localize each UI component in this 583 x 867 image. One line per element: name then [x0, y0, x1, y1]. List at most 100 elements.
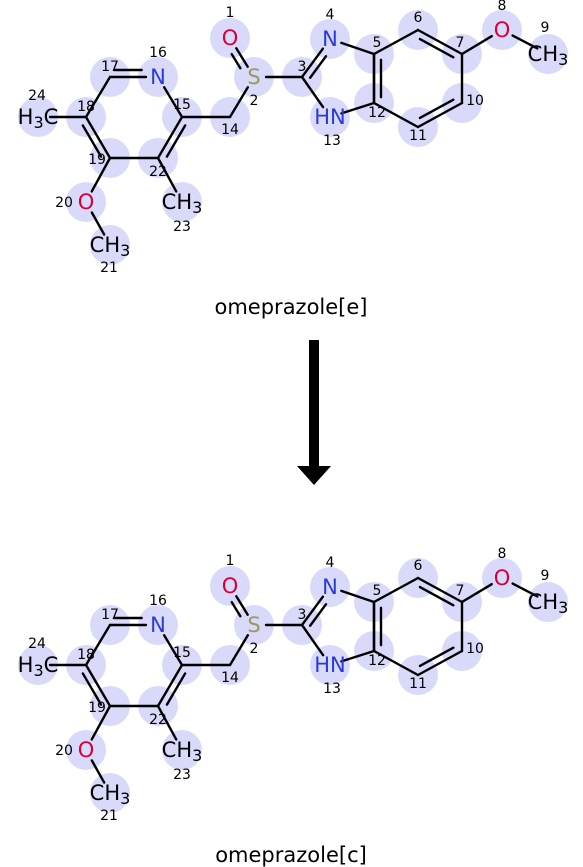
atom-highlight-13	[310, 97, 350, 137]
atom-highlight-24	[18, 645, 58, 685]
atom-highlight-9	[528, 582, 568, 622]
bond-1-2	[235, 595, 249, 616]
atom-index-22: 22	[149, 712, 167, 728]
bond-13-12	[340, 649, 376, 663]
bond-11-12	[372, 649, 420, 677]
atom-highlight-23	[162, 182, 202, 222]
atom-index-6: 6	[414, 558, 423, 574]
bond-19-20	[90, 156, 112, 193]
atom-index-24: 24	[28, 88, 46, 104]
bond-3-4	[300, 595, 325, 627]
atom-index-8: 8	[498, 0, 507, 14]
bond-22-15	[156, 115, 184, 160]
bond-4-5	[340, 41, 376, 56]
bond-11-12	[372, 101, 420, 129]
atom-index-23: 23	[173, 767, 191, 783]
atom-label-16: N	[150, 613, 166, 637]
double-bond-22-15	[165, 124, 187, 158]
bond-5-6	[372, 576, 420, 604]
atom-index-18: 18	[77, 99, 95, 115]
atom-highlight-24	[18, 97, 58, 137]
atom-index-2: 2	[250, 93, 259, 109]
bond-3-13	[300, 623, 325, 657]
atom-label-9: CH3	[528, 590, 569, 617]
atom-index-18: 18	[77, 647, 95, 663]
bond-15-16	[162, 86, 184, 119]
bond-2-14	[228, 634, 250, 667]
atom-index-4: 4	[326, 555, 335, 571]
bond-19-20	[90, 704, 112, 741]
atom-highlight-1	[210, 566, 250, 606]
atom-label-13: HN	[314, 105, 346, 129]
atom-index-8: 8	[498, 546, 507, 562]
atom-index-6: 6	[414, 10, 423, 26]
atom-label-16: N	[150, 65, 166, 89]
atom-highlight-8	[482, 558, 522, 598]
atom-index-3: 3	[298, 59, 307, 75]
atom-index-17: 17	[101, 607, 119, 623]
atom-index-3: 3	[298, 607, 307, 623]
atom-highlight-4	[310, 19, 350, 59]
atom-index-19: 19	[88, 700, 106, 716]
double-bond-1-2	[230, 52, 242, 70]
atom-index-21: 21	[100, 808, 118, 824]
atom-index-21: 21	[100, 260, 118, 276]
atom-label-13: HN	[314, 653, 346, 677]
bond-8-9	[511, 34, 539, 50]
atom-index-16: 16	[149, 45, 167, 61]
atom-index-4: 4	[326, 7, 335, 23]
atom-index-9: 9	[541, 20, 550, 36]
double-bond-10-11	[418, 646, 455, 668]
atom-label-21: CH3	[90, 781, 131, 808]
double-bond-18-19	[81, 124, 103, 158]
atom-label-4: N	[322, 27, 338, 51]
atom-highlight-2	[234, 605, 274, 645]
bond-2-14	[228, 86, 250, 119]
atom-label-21: CH3	[90, 233, 131, 260]
atom-index-20: 20	[55, 195, 73, 211]
atom-label-23: CH3	[162, 738, 203, 765]
atom-label-8: O	[494, 566, 511, 590]
atom-index-7: 7	[456, 583, 465, 599]
atom-index-23: 23	[173, 219, 191, 235]
atom-index-2: 2	[250, 641, 259, 657]
atom-label-24: H3C	[18, 653, 59, 680]
bond-22-23	[156, 156, 178, 193]
atom-index-15: 15	[173, 645, 191, 661]
atom-index-10: 10	[466, 93, 484, 109]
atom-index-10: 10	[466, 641, 484, 657]
double-bond-3-4	[308, 55, 328, 79]
atom-index-17: 17	[101, 59, 119, 75]
molecule-title-omeprazole-c: omeprazole[c]	[215, 843, 367, 867]
atom-index-24: 24	[28, 636, 46, 652]
atom-highlight-2	[234, 57, 274, 97]
double-bond-22-15	[165, 672, 187, 706]
double-bond-18-19	[81, 672, 103, 706]
atom-highlight-13	[310, 645, 350, 685]
bond-22-23	[156, 704, 178, 741]
bond-8-9	[511, 582, 539, 598]
bond-3-4	[300, 47, 325, 79]
atom-label-20: O	[78, 738, 95, 762]
bond-6-7	[416, 576, 464, 604]
bond-5-6	[372, 28, 420, 56]
double-bond-3-4	[308, 603, 328, 627]
bond-10-11	[416, 101, 464, 129]
atom-index-11: 11	[409, 676, 427, 692]
bond-4-5	[340, 589, 376, 604]
atom-index-1: 1	[226, 5, 235, 21]
atom-index-12: 12	[368, 105, 386, 121]
double-bond-6-7	[418, 37, 455, 59]
atom-index-15: 15	[173, 97, 191, 113]
atom-label-23: CH3	[162, 190, 203, 217]
atom-highlight-16	[138, 605, 178, 645]
bond-18-19	[84, 115, 112, 160]
double-bond-1-2	[230, 600, 242, 618]
atom-highlight-20	[66, 182, 106, 222]
bond-15-16	[162, 634, 184, 667]
atom-index-5: 5	[373, 583, 382, 599]
atom-highlight-21	[90, 225, 130, 265]
atom-label-2: S	[247, 65, 260, 89]
